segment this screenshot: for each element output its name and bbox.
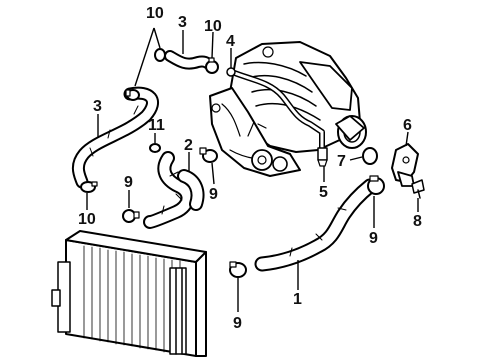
callout-clamp-right: 9 [369,230,378,247]
callout-clamp-bottom: 9 [233,315,242,332]
clamp-right [367,175,385,195]
temperature-sensor [317,147,328,167]
clamp-top-left [125,89,140,101]
hose-upper-main [254,178,378,272]
callout-gasket: 7 [337,153,346,170]
callout-bolt: 8 [413,213,422,230]
thermostat-housing [391,143,419,187]
engine-block [209,41,367,177]
hose-mid [143,151,205,229]
callout-clamp-top-right: 10 [204,18,222,35]
leader-lines [86,27,419,312]
callout-hose-mid: 2 [184,137,193,154]
gasket [362,147,378,165]
callout-clamp-mid-small: 11 [148,117,165,134]
callout-sensor: 5 [319,184,328,201]
hose-left-long [71,86,159,189]
clamp-bottom [229,261,247,278]
clamp-center [199,147,218,163]
clamp-top-left-2 [154,48,166,62]
clamp-left [122,209,140,223]
callout-clamp-top-left: 10 [146,5,164,22]
bolt [411,179,425,199]
coolant-pipe [226,67,325,151]
callout-hose-left-long: 3 [93,98,102,115]
callout-hose-top-small: 3 [178,14,187,31]
clamp-lower-left [80,181,98,193]
callout-clamp-left: 9 [124,174,133,191]
callout-clamp-center: 9 [209,186,218,203]
clamp-mid-small [149,143,161,153]
radiator [51,230,207,357]
callout-thermostat-housing: 6 [403,117,412,134]
callout-hose-upper-main: 1 [293,291,302,308]
clamp-top-right [205,57,219,74]
callout-pipe-top: 4 [226,33,235,50]
callout-labels: 10 3 10 4 3 11 2 9 9 10 5 7 6 8 9 1 9 [78,5,422,332]
callout-clamp-lower-left: 10 [78,211,96,228]
